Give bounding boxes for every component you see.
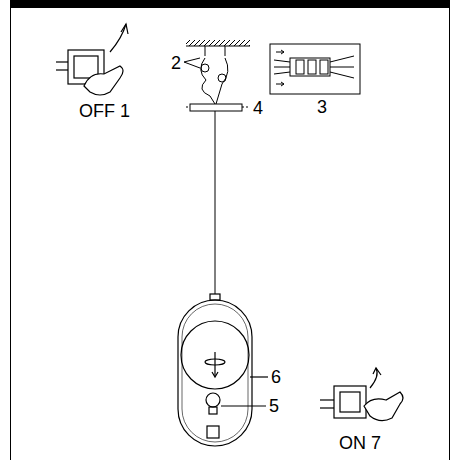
- callout-label: 5: [268, 397, 280, 415]
- callout-label: 6: [270, 368, 282, 386]
- callout-label: ON 7: [338, 434, 382, 452]
- callout-label: OFF 1: [78, 102, 131, 120]
- callout-label: 4: [252, 99, 264, 117]
- callout-label: 2: [170, 54, 182, 72]
- callout-label: 3: [316, 98, 328, 116]
